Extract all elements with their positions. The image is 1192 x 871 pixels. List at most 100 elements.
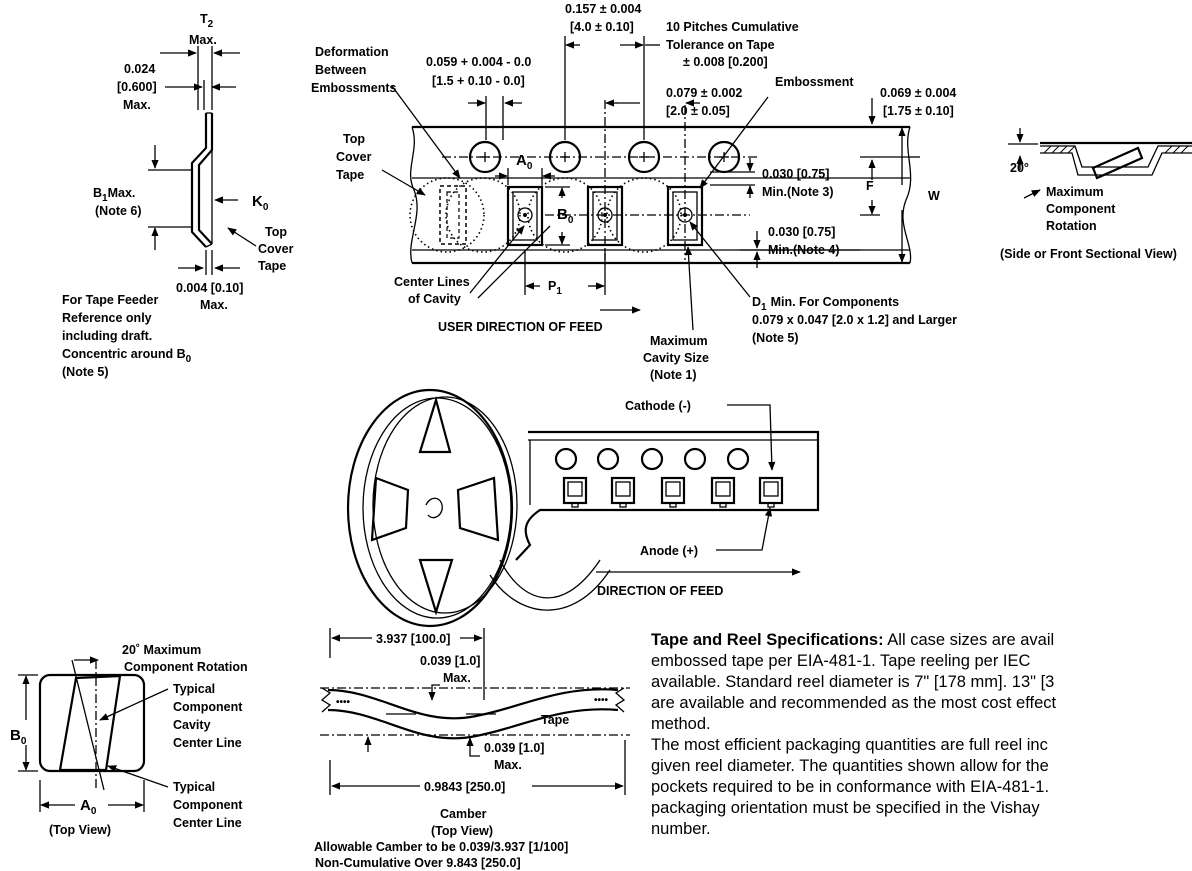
dim-0030a: 0.030 [0.75] (762, 167, 829, 181)
tape-label: Tape (541, 713, 569, 727)
k0-label: K0 (252, 193, 269, 213)
max-cavity-1: Maximum (650, 334, 708, 348)
dim-0004: 0.004 [0.10] (176, 281, 243, 295)
rotation-1: Maximum (1046, 185, 1104, 199)
deformation-1: Deformation (315, 45, 389, 59)
rotation-3: Rotation (1046, 219, 1097, 233)
max-cavity-2: Cavity Size (643, 351, 709, 365)
dim-0039-bot-max: Max. (494, 758, 522, 772)
dim-0039-top-max: Max. (443, 671, 471, 685)
b1-max-label: B1Max. (93, 186, 135, 204)
typical-center-2: Component (173, 798, 243, 812)
spec-line-3: available. Standard reel diameter is 7" … (651, 673, 1054, 691)
camber-caption-3: Allowable Camber to be 0.039/3.937 [1/10… (314, 840, 568, 854)
cavity (506, 185, 544, 247)
rotation-caption: (Top View) (49, 823, 111, 837)
dim-0069-mm: [1.75 ± 0.10] (883, 104, 954, 118)
typical-cavity-3: Cavity (173, 718, 211, 732)
camber-caption-2: (Top View) (431, 824, 493, 838)
dim-09843: 0.9843 [250.0] (424, 780, 505, 794)
feeder-note-5: (Note 5) (62, 365, 109, 379)
top-cover-tape-2: Cover (336, 150, 372, 164)
top-cover-tape-1: Top (343, 132, 365, 146)
dim-0039-top: 0.039 [1.0] (420, 654, 480, 668)
max-cavity-3: (Note 1) (650, 368, 697, 382)
dim-3937: 3.937 [100.0] (376, 632, 450, 646)
cathode-label: Cathode (-) (625, 399, 691, 413)
dim-0024: 0.024 (124, 62, 155, 76)
typical-cavity-2: Component (173, 700, 243, 714)
deformation-2: Between (315, 63, 366, 77)
top-cover-tape-2: Cover (258, 242, 294, 256)
rotation-2: Component (1046, 202, 1116, 216)
camber-view: 3.937 [100.0] 0.039 [1.0] Max. •••• ••••… (314, 628, 630, 870)
camber-caption-1: Camber (440, 807, 487, 821)
typical-center-1: Typical (173, 780, 215, 794)
top-cover-tape-3: Tape (258, 259, 286, 273)
dim-0004-max: Max. (200, 298, 228, 312)
top-cover-tape-3: Tape (336, 168, 364, 182)
top-cover-tape-1: Top (265, 225, 287, 239)
dim-0157: 0.157 ± 0.004 (565, 2, 641, 16)
spec-line-1: Tape and Reel Specifications: All case s… (651, 631, 1054, 649)
t2-max-label: Max. (189, 33, 217, 47)
center-lines-1: Center Lines (394, 275, 470, 289)
side-profile-view: T2 Max. 0.024 [0.600] Max. B1Max. (Note … (62, 12, 294, 379)
a0-label: A0 (80, 797, 97, 817)
center-lines-2: of Cavity (408, 292, 461, 306)
tape-dots-right: •••• (594, 695, 609, 706)
rotation-title-1: 20˚ Maximum (122, 643, 201, 657)
w-label: W (928, 189, 940, 203)
spec-text: Tape and Reel Specifications: All case s… (651, 631, 1057, 838)
spec-line-7: given reel diameter. The quantities show… (651, 757, 1049, 775)
typical-cavity-1: Typical (173, 682, 215, 696)
spec-line-9: packaging orientation must be specified … (651, 799, 1040, 817)
section-caption: (Side or Front Sectional View) (1000, 247, 1177, 261)
dim-0059-mm: [1.5 + 0.10 - 0.0] (432, 74, 525, 88)
dim-0059: 0.059 + 0.004 - 0.0 (426, 55, 531, 69)
feeder-note-3: including draft. (62, 329, 152, 343)
sprocket-holes (468, 140, 741, 174)
direction-of-feed-label: DIRECTION OF FEED (597, 584, 723, 598)
anode-label: Anode (+) (640, 544, 698, 558)
p1-label: P1 (548, 279, 562, 297)
dim-0079: 0.079 ± 0.002 (666, 86, 742, 100)
feeder-note-4: Concentric around B0 (62, 347, 192, 365)
b0-label: B0 (10, 727, 27, 747)
spec-line-5: method. (651, 715, 711, 733)
dim-0030b: 0.030 [0.75] (768, 225, 835, 239)
deformation-3: Embossments (311, 81, 396, 95)
spec-line-4: are available and recommended as the mos… (651, 694, 1057, 712)
sectional-view: 20° Maximum Component Rotation (Side or … (1000, 128, 1192, 261)
embossment-label: Embossment (775, 75, 854, 89)
feeder-note-1: For Tape Feeder (62, 293, 158, 307)
reel-illustration: Cathode (-) Anode (+) DIRECTION OF FEED (346, 388, 820, 628)
dim-0030a-min: Min.(Note 3) (762, 185, 834, 199)
reel-pockets (562, 476, 784, 508)
reel-sprocket-holes (554, 447, 750, 471)
f-label: F (866, 179, 874, 193)
camber-caption-4: Non-Cumulative Over 9.843 [250.0] (315, 856, 521, 870)
angle-20-label: 20° (1010, 161, 1029, 175)
ten-pitches-1: 10 Pitches Cumulative (666, 20, 799, 34)
spec-line-2: embossed tape per EIA-481-1. Tape reelin… (651, 652, 1031, 670)
spec-line-6: The most efficient packaging quantities … (651, 736, 1048, 754)
dim-0157-mm: [4.0 ± 0.10] (570, 20, 634, 34)
dim-0069: 0.069 ± 0.004 (880, 86, 956, 100)
tape-dots-left: •••• (336, 697, 351, 708)
d1-line3: (Note 5) (752, 331, 799, 345)
ten-pitches-3: ± 0.008 [0.200] (683, 55, 768, 69)
dim-0079-mm: [2.0 ± 0.05] (666, 104, 730, 118)
spec-line-8: pockets required to be in conformance wi… (651, 778, 1049, 796)
b0-label: B0 (557, 206, 574, 226)
ten-pitches-2: Tolerance on Tape (666, 38, 775, 52)
dim-0600: [0.600] (117, 80, 157, 94)
t2-label: T2 (200, 12, 214, 30)
typical-cavity-4: Center Line (173, 736, 242, 750)
typical-center-3: Center Line (173, 816, 242, 830)
b1-note: (Note 6) (95, 204, 142, 218)
rotation-title-2: Component Rotation (124, 660, 248, 674)
dim-0039-bot: 0.039 [1.0] (484, 741, 544, 755)
